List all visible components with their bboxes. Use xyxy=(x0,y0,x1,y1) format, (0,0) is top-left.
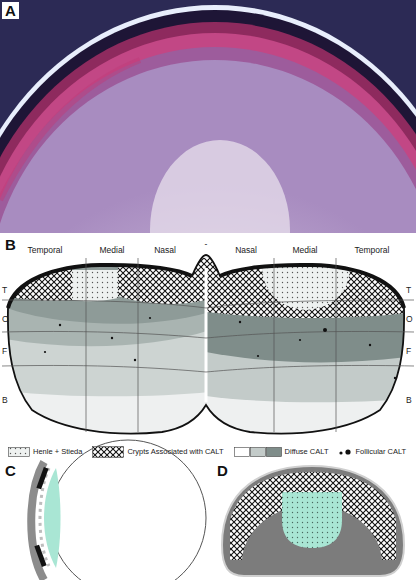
row-letter: F xyxy=(2,347,7,356)
legend-text: Henle + Stieda xyxy=(33,448,82,456)
midline-mark: - xyxy=(205,240,208,249)
row-letter: B xyxy=(406,396,412,405)
panel-letter: C xyxy=(2,462,19,479)
legend-text: Diffuse CALT xyxy=(285,448,329,456)
panel-letter: B xyxy=(2,236,19,253)
column-heading: Temporal xyxy=(355,246,390,255)
row-letter: F xyxy=(406,347,411,356)
column-heading: Nasal xyxy=(154,246,176,255)
legend-swatch xyxy=(92,446,124,458)
row-letter: O xyxy=(2,315,9,324)
column-heading: Temporal xyxy=(28,246,63,255)
panel-letter: A xyxy=(2,2,19,19)
legend-swatch xyxy=(234,446,282,458)
column-heading: Medial xyxy=(99,246,124,255)
row-letter: T xyxy=(2,286,7,295)
column-heading: Nasal xyxy=(235,246,257,255)
row-letter: O xyxy=(406,315,413,324)
row-letter: T xyxy=(406,286,411,295)
panel-letter: D xyxy=(214,462,231,479)
row-letter: B xyxy=(2,396,8,405)
legend-text: Follicular CALT xyxy=(355,448,406,456)
column-heading: Medial xyxy=(292,246,317,255)
legend-text: Crypts Associated with CALT xyxy=(127,448,223,456)
legend-swatch xyxy=(8,446,30,458)
legend-swatch xyxy=(338,446,352,458)
